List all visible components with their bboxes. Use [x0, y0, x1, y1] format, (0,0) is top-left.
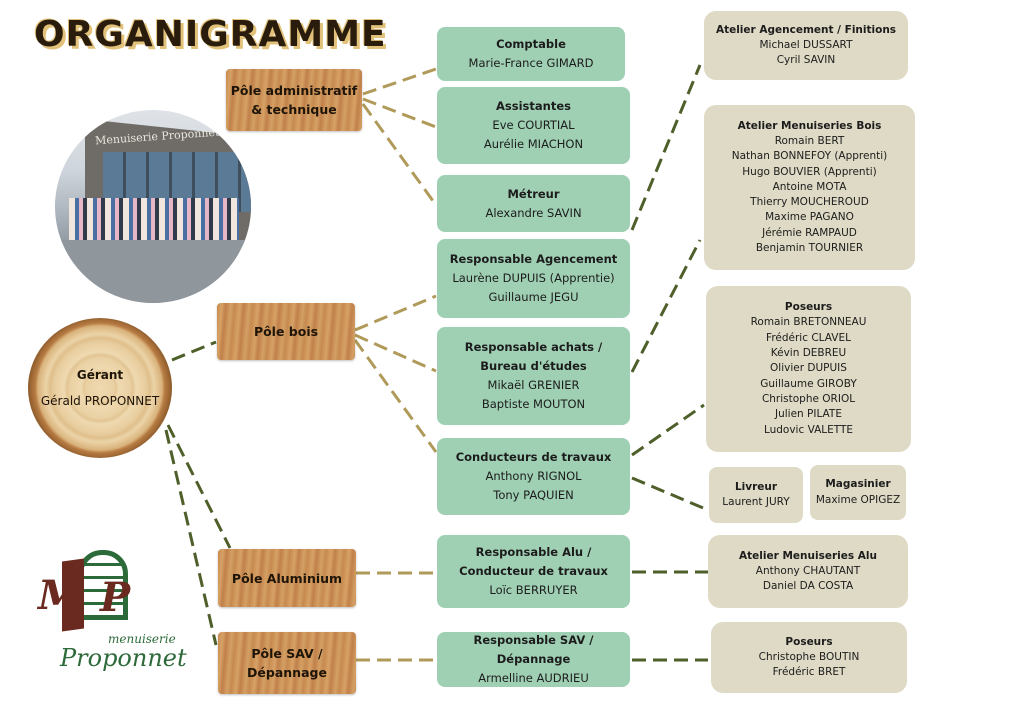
- person-name: Olivier DUPUIS: [770, 362, 847, 375]
- person-name: Christophe BOUTIN: [758, 650, 860, 663]
- team-poseurs-sav: Poseurs Christophe BOUTIN Frédéric BRET: [711, 622, 907, 693]
- pole-bois: Pôle bois: [217, 303, 355, 360]
- pole-sav: Pôle SAV / Dépannage: [218, 632, 356, 694]
- person-name: Ludovic VALETTE: [763, 423, 854, 436]
- person-name: Anthony RIGNOL: [485, 469, 582, 483]
- team-title: Livreur: [734, 480, 778, 493]
- person-name: Hugo BOUVIER (Apprenti): [742, 165, 877, 178]
- team-alu: Atelier Menuiseries Alu Anthony CHAUTANT…: [708, 535, 908, 608]
- team-photo: Menuiserie Proponnet: [55, 110, 251, 303]
- team-title: Atelier Menuiseries Alu: [739, 549, 877, 562]
- team-poseurs: Poseurs Romain BRETONNEAU Frédéric CLAVE…: [706, 286, 911, 452]
- person-name: Julien PILATE: [775, 408, 842, 421]
- person-name: Guillaume GIROBY: [760, 377, 857, 390]
- person-name: Maxime OPIGEZ: [815, 493, 901, 506]
- person-name: Christophe ORIOL: [761, 392, 856, 405]
- role-agencement: Responsable Agencement Laurène DUPUIS (A…: [437, 239, 630, 318]
- person-name: Daniel DA COSTA: [762, 580, 854, 593]
- role-title: Responsable achats / Bureau d'études: [464, 340, 603, 373]
- person-name: Marie-France GIMARD: [468, 56, 594, 70]
- person-name: Armelline AUDRIEU: [478, 671, 589, 685]
- person-name: Jérémie RAMPAUD: [762, 226, 857, 239]
- role-title: Métreur: [507, 186, 560, 201]
- pole-admin: Pôle administratif & technique: [226, 69, 362, 131]
- team-title: Magasinier: [825, 478, 891, 491]
- person-name: Baptiste MOUTON: [481, 397, 586, 411]
- person-name: Kévin DEBREU: [770, 347, 847, 360]
- role-conducteurs: Conducteurs de travaux Anthony RIGNOL To…: [437, 438, 630, 515]
- role-resp-alu: Responsable Alu / Conducteur de travaux …: [437, 535, 630, 608]
- person-name: Frédéric CLAVEL: [766, 331, 851, 344]
- role-title: Comptable: [496, 37, 566, 51]
- team-finitions: Atelier Agencement / Finitions Michael D…: [704, 11, 908, 80]
- person-name: Michael DUSSART: [759, 38, 853, 51]
- person-name: Thierry MOUCHEROUD: [750, 196, 869, 209]
- role-comptable: Comptable Marie-France GIMARD: [437, 27, 625, 81]
- team-livreur: Livreur Laurent JURY: [709, 467, 803, 523]
- role-title: Conducteurs de travaux: [455, 450, 612, 464]
- person-name: Frédéric BRET: [772, 666, 846, 679]
- person-name: Mikaël GRENIER: [487, 378, 580, 392]
- person-name: Laurène DUPUIS (Apprentie): [452, 271, 615, 285]
- person-name: Antoine MOTA: [772, 180, 847, 193]
- role-metreur: Métreur Alexandre SAVIN: [437, 175, 630, 232]
- role-title: Responsable Alu / Conducteur de travaux: [459, 545, 608, 578]
- company-logo: M P menuiserie Proponnet: [32, 548, 187, 678]
- person-name: Romain BERT: [774, 134, 845, 147]
- role-assistantes: Assistantes Eve COURTIAL Aurélie MIACHON: [437, 87, 630, 164]
- team-title: Atelier Menuiseries Bois: [737, 119, 882, 132]
- person-name: Tony PAQUIEN: [493, 488, 574, 502]
- team-title: Atelier Agencement / Finitions: [715, 23, 897, 36]
- pole-aluminium: Pôle Aluminium: [218, 549, 356, 607]
- gerant-role: Gérant: [76, 368, 124, 382]
- logo-monogram-m: M: [38, 572, 83, 619]
- role-title: Responsable SAV / Dépannage: [473, 633, 594, 666]
- person-name: Cyril SAVIN: [776, 54, 836, 67]
- pole-bois-label: Pôle bois: [253, 324, 319, 339]
- person-name: Anthony CHAUTANT: [755, 564, 861, 577]
- person-name: Eve COURTIAL: [492, 118, 575, 132]
- gerant-name: Gérald PROPONNET: [40, 394, 160, 408]
- logo-monogram-p: P: [100, 574, 131, 621]
- person-name: Laurent JURY: [722, 496, 790, 508]
- person-name: Aurélie MIACHON: [483, 137, 584, 151]
- logo-word-menuiserie: menuiserie: [108, 632, 176, 646]
- team-magasinier: Magasinier Maxime OPIGEZ: [810, 465, 906, 520]
- role-achats: Responsable achats / Bureau d'études Mik…: [437, 327, 630, 425]
- team-title: Poseurs: [785, 635, 833, 648]
- team-bois: Atelier Menuiseries Bois Romain BERT Nat…: [704, 105, 915, 270]
- person-name: Alexandre SAVIN: [485, 205, 582, 220]
- role-resp-sav: Responsable SAV / Dépannage Armelline AU…: [437, 632, 630, 687]
- person-name: Guillaume JEGU: [488, 290, 579, 304]
- person-name: Nathan BONNEFOY (Apprenti): [731, 150, 888, 163]
- person-name: Loïc BERRUYER: [489, 583, 578, 597]
- pole-sav-label: Pôle SAV / Dépannage: [247, 646, 327, 680]
- logo-word-proponnet: Proponnet: [60, 644, 187, 672]
- person-name: Romain BRETONNEAU: [750, 316, 867, 329]
- role-title: Assistantes: [496, 99, 571, 113]
- pole-admin-label: Pôle administratif & technique: [230, 83, 358, 117]
- team-title: Poseurs: [784, 301, 833, 314]
- role-title: Responsable Agencement: [449, 252, 618, 266]
- pole-alu-label: Pôle Aluminium: [231, 570, 343, 586]
- person-name: Benjamin TOURNIER: [755, 242, 864, 255]
- person-name: Maxime PAGANO: [765, 211, 854, 224]
- gerant-node: Gérant Gérald PROPONNET: [28, 318, 172, 458]
- page-title: ORGANIGRAMME: [34, 14, 387, 55]
